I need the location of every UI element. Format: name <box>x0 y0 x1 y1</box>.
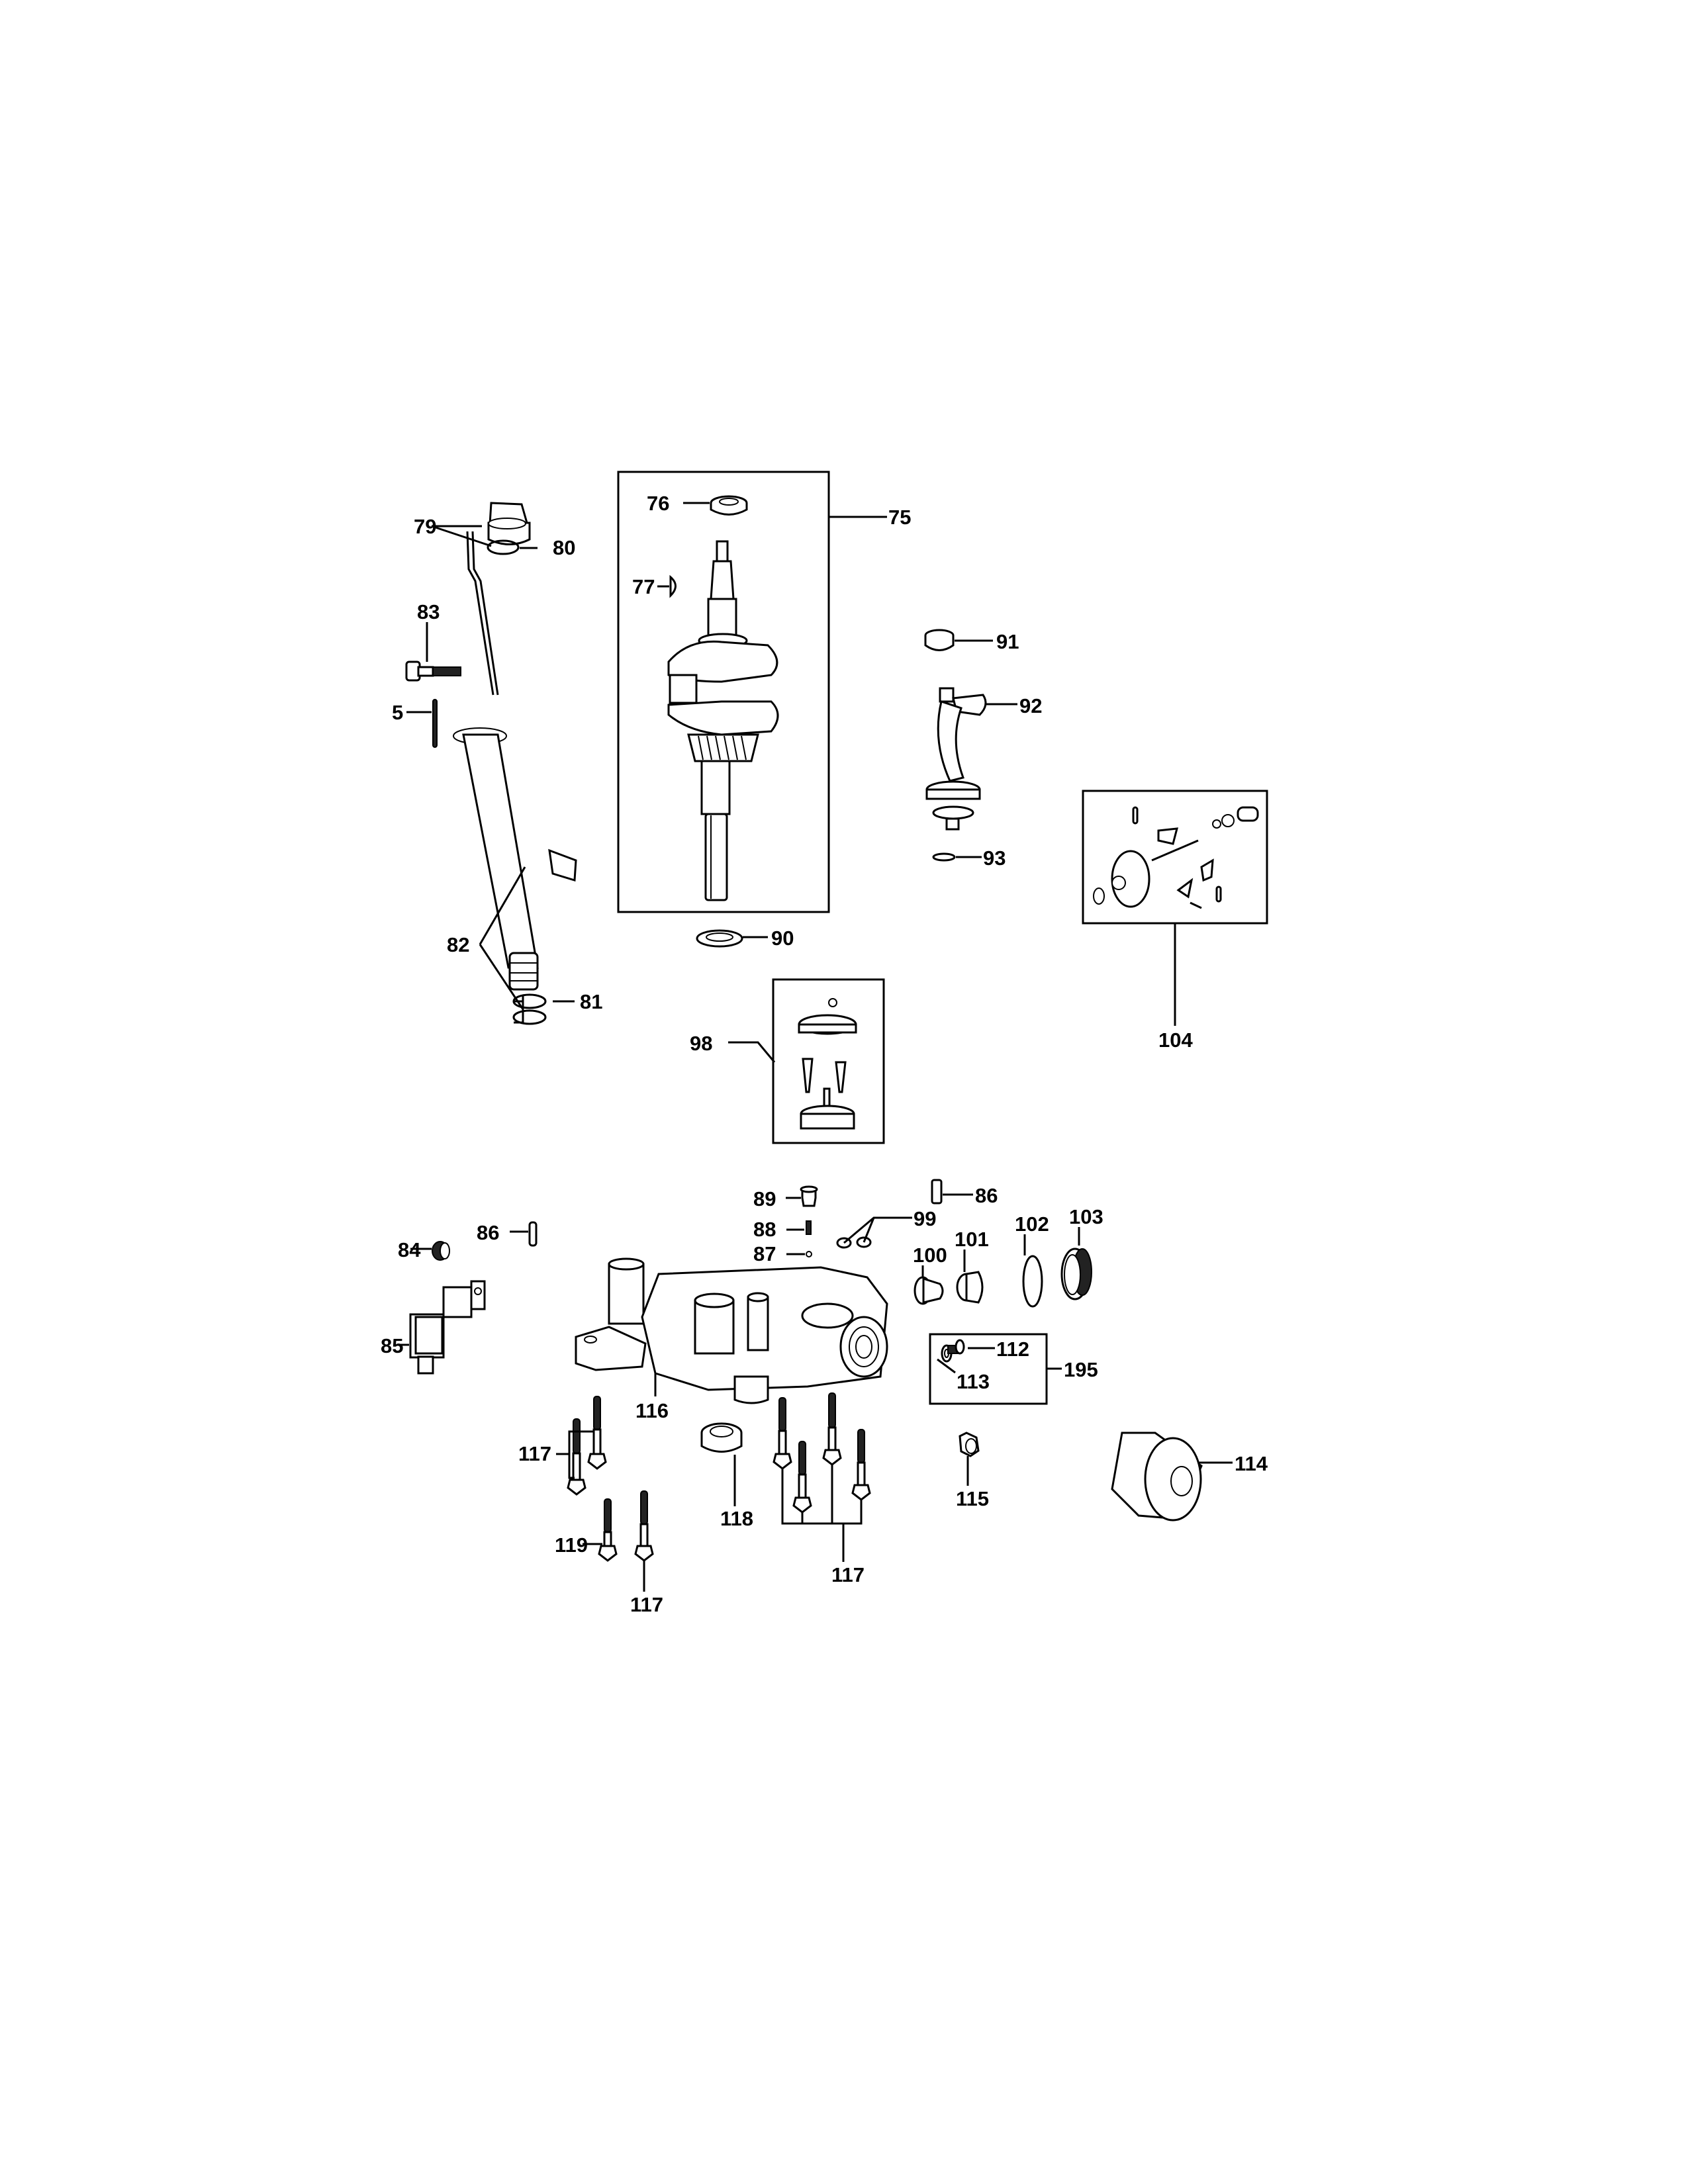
label-119: 119 <box>555 1533 588 1557</box>
bolts-group: 117 119 117 117 <box>518 1392 871 1616</box>
drain-plug-kit-box: 112 113 195 <box>929 1333 1098 1405</box>
label-92: 92 <box>1019 694 1042 717</box>
label-85: 85 <box>381 1334 403 1357</box>
oil-pump-kit-box: 98 <box>690 978 885 1144</box>
o-ring-80-part <box>487 539 520 555</box>
camshaft-group: 91 92 93 <box>924 629 1042 870</box>
label-114: 114 <box>1235 1452 1268 1475</box>
label-87: 87 <box>753 1242 776 1265</box>
label-77: 77 <box>632 575 655 598</box>
label-75: 75 <box>888 506 911 529</box>
small-hardware-group: 86 89 88 87 99 86 <box>477 1179 998 1265</box>
dipstick-tube-part <box>453 727 577 991</box>
crankcase-cover-116: 116 <box>575 1257 888 1422</box>
thrust-washer-90: 90 <box>696 927 794 950</box>
governor-kit-box: 104 <box>1082 790 1268 1052</box>
oil-filter-114-group: 114 <box>1111 1432 1268 1522</box>
label-86-right: 86 <box>975 1184 998 1207</box>
module-85-group: 85 <box>381 1280 486 1375</box>
label-93: 93 <box>983 846 1006 870</box>
plug-84-group: 84 <box>398 1238 450 1261</box>
label-115: 115 <box>956 1487 989 1510</box>
label-90: 90 <box>771 927 794 950</box>
label-80: 80 <box>553 536 575 559</box>
label-88: 88 <box>753 1218 776 1241</box>
label-81: 81 <box>580 990 602 1013</box>
label-100: 100 <box>913 1244 947 1267</box>
label-99: 99 <box>914 1207 936 1230</box>
label-113: 113 <box>957 1370 990 1393</box>
label-103: 103 <box>1069 1205 1103 1228</box>
label-117-left: 117 <box>518 1442 551 1465</box>
label-86-left: 86 <box>477 1221 499 1244</box>
label-117-bottom: 117 <box>630 1593 663 1616</box>
bolt-83-group: 83 5 <box>392 600 461 748</box>
label-84: 84 <box>398 1238 421 1261</box>
label-118: 118 <box>720 1507 753 1530</box>
label-91: 91 <box>996 630 1019 653</box>
label-5: 5 <box>392 701 403 724</box>
oil-filter-parts-group: 100 101 102 103 <box>913 1205 1103 1308</box>
dipstick-group: 79 80 81 82 <box>414 502 602 1025</box>
label-112: 112 <box>996 1338 1029 1361</box>
label-104: 104 <box>1158 1028 1193 1052</box>
label-117-right: 117 <box>831 1563 865 1586</box>
label-101: 101 <box>955 1228 989 1251</box>
label-98: 98 <box>690 1032 712 1055</box>
fitting-115-group: 115 <box>956 1432 989 1510</box>
crankshaft-kit-box: 75 76 77 <box>617 471 911 913</box>
label-195: 195 <box>1064 1358 1098 1381</box>
label-83: 83 <box>417 600 440 623</box>
label-82: 82 <box>447 933 469 956</box>
label-102: 102 <box>1015 1212 1049 1236</box>
label-79: 79 <box>414 515 436 538</box>
label-76: 76 <box>647 492 669 515</box>
dipstick-cap-part <box>487 502 531 545</box>
label-89: 89 <box>753 1187 776 1210</box>
label-116: 116 <box>635 1399 669 1422</box>
seal-118-group: 118 <box>700 1422 753 1530</box>
